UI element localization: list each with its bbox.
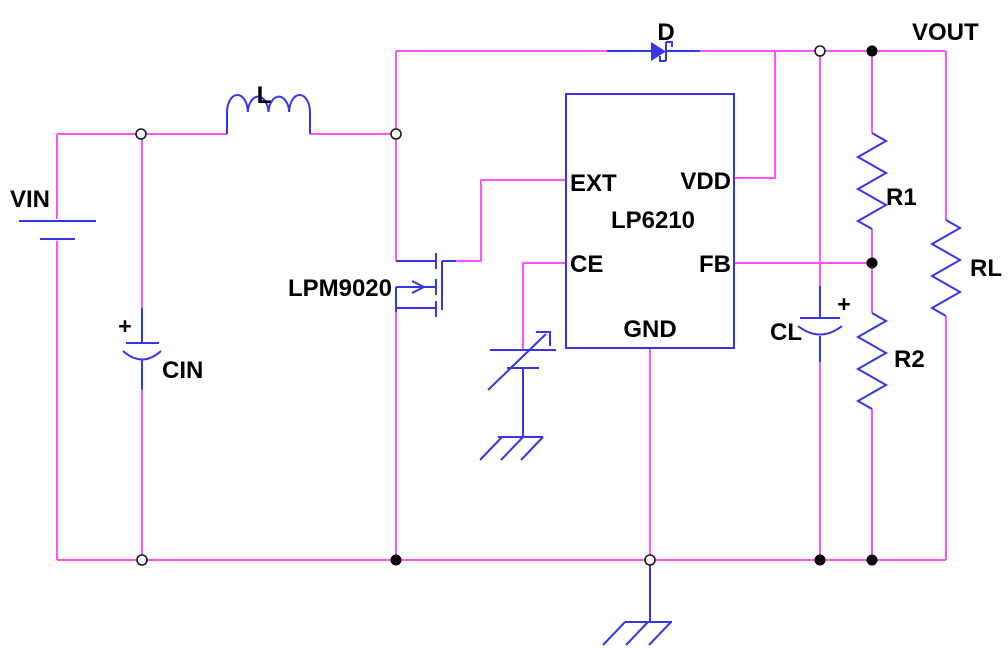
diode-label: D: [657, 19, 674, 46]
mosfet-body-arrow: [411, 280, 427, 294]
wire-vdd: [734, 51, 776, 179]
resistor-rl: [929, 219, 963, 317]
diode-schottky-hook-bottom: [659, 56, 666, 62]
components: [19, 41, 963, 646]
cl-plate-curved: [797, 325, 843, 336]
wire-ce: [522, 262, 566, 349]
junction-circle-cin-gnd: [136, 554, 148, 566]
junction-circle-vin-cin: [135, 128, 147, 140]
junction-dot-vout-r1: [866, 45, 878, 57]
pin-vdd-label: VDD: [680, 168, 731, 195]
junction-circle-vout-cl: [814, 45, 826, 57]
ground-hatch-2: [625, 621, 649, 646]
pin-gnd-label: GND: [623, 316, 676, 343]
cin-label: CIN: [162, 357, 203, 384]
vin-label: VIN: [10, 186, 50, 213]
capacitor-cin: [122, 308, 162, 390]
varcap-arrow-head: [536, 331, 551, 346]
cin-plus-sign: +: [118, 313, 131, 339]
ground-hatch-2: [500, 436, 524, 461]
resistor-r2: [855, 312, 889, 410]
ground-hatch-3: [648, 621, 672, 646]
varcap-arrow-shaft: [487, 333, 547, 391]
inductor-l: [226, 94, 311, 134]
variable-capacitor-ce: [487, 331, 556, 437]
junction-dot-cl-gnd: [814, 554, 826, 566]
rl-label: RL: [970, 255, 1002, 282]
ground-hatch-1: [602, 621, 626, 646]
wire-ext-to-gate: [456, 179, 566, 262]
vout-label: VOUT: [912, 19, 979, 46]
junctions: [135, 45, 878, 566]
cin-plate-curved: [122, 350, 162, 361]
labels: VIN L D VOUT LPM9020 LP6210 EXT VDD CE F…: [10, 19, 1002, 384]
resistor-r1: [855, 132, 889, 230]
junction-circle-ic-gnd: [644, 554, 656, 566]
diode-schottky-hook-top: [666, 41, 673, 47]
junction-dot-fb: [866, 257, 878, 269]
cl-plus-sign: +: [837, 291, 850, 317]
capacitor-cl: [797, 286, 843, 362]
inductor-label: L: [257, 82, 272, 109]
pin-fb-label: FB: [699, 251, 731, 278]
pin-ce-label: CE: [570, 251, 603, 278]
ground-hatch-1: [479, 436, 503, 461]
ground-symbol-main: [602, 560, 672, 646]
ic-lp6210: [565, 93, 735, 349]
junction-dot-source-gnd: [390, 554, 402, 566]
junction-dot-r2-gnd: [866, 554, 878, 566]
vin-source: [19, 220, 96, 240]
mosfet-lpm9020: [395, 253, 456, 317]
pin-ext-label: EXT: [570, 170, 617, 197]
ground-hatch-3: [520, 436, 544, 461]
mosfet-label: LPM9020: [288, 275, 392, 302]
r2-label: R2: [894, 346, 925, 373]
cl-label: CL: [770, 319, 802, 346]
wires: [56, 50, 947, 561]
junction-circle-switchnode: [390, 128, 402, 140]
schottky-diode-d: [607, 41, 700, 62]
r1-label: R1: [886, 184, 917, 211]
ground-symbol-ce: [479, 436, 544, 461]
diode-triangle: [651, 42, 666, 61]
ic-name-label: LP6210: [611, 207, 695, 234]
